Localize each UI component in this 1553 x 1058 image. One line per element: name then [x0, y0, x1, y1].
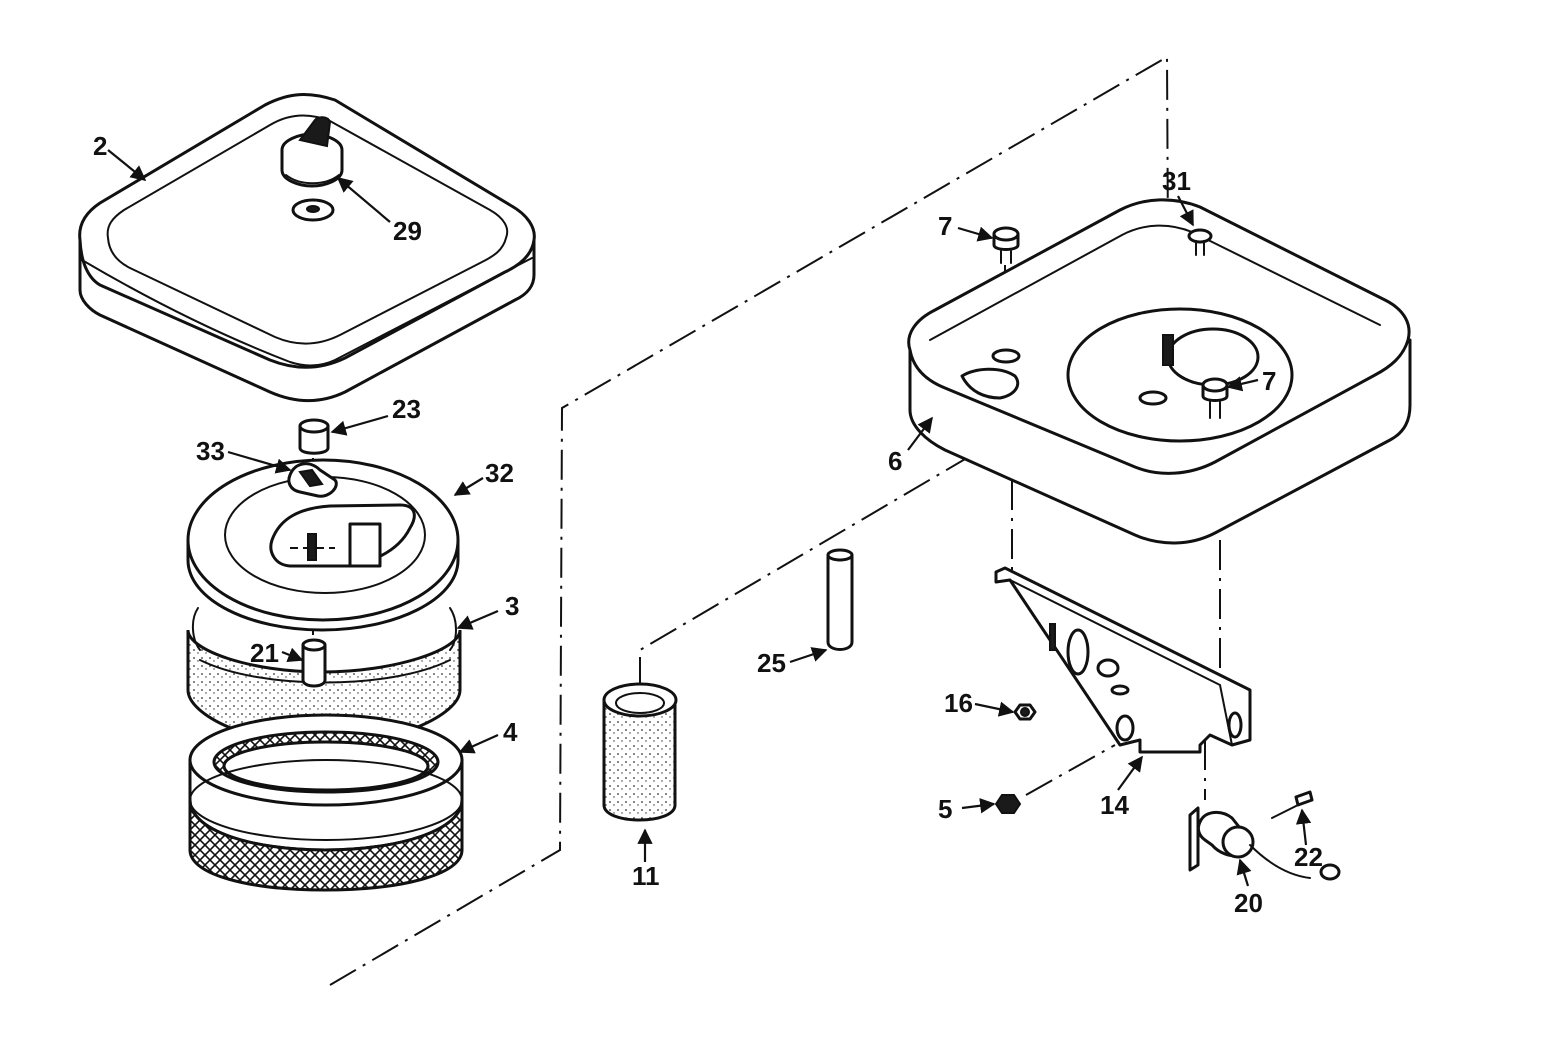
filter-element-part-4: [188, 713, 464, 892]
callout-32: 32: [485, 458, 514, 488]
callout-22: 22: [1294, 842, 1323, 872]
hose-part-11: [602, 682, 678, 822]
callout-16: 16: [944, 688, 973, 718]
callout-7-base: 7: [1262, 366, 1276, 396]
screw-part-7-base: [1201, 377, 1229, 419]
leader-lines: [107, 149, 1312, 887]
spacer-part-23: [298, 418, 330, 455]
restriction-indicator-part-20: [1188, 806, 1341, 881]
callout-21: 21: [250, 638, 279, 668]
callout-33: 33: [196, 436, 225, 466]
callout-7-top: 7: [938, 211, 952, 241]
callout-4: 4: [503, 717, 518, 747]
callout-23: 23: [392, 394, 421, 424]
callout-11: 11: [632, 861, 660, 891]
callout-labels: 2 29 23 33 32 3 21 4 11 25 7 31 7 6 16 5…: [93, 131, 1323, 918]
callout-25: 25: [757, 648, 786, 678]
callout-6: 6: [888, 446, 902, 476]
callout-20: 20: [1234, 888, 1263, 918]
wing-nut-part-29: [280, 116, 344, 188]
screw-part-7-top: [992, 226, 1020, 264]
callout-5: 5: [938, 794, 952, 824]
callout-14: 14: [1100, 790, 1129, 820]
cover-part-2: [78, 93, 536, 403]
filter-top-part-32: [186, 458, 460, 632]
screw-part-31: [1187, 228, 1213, 256]
stud-part-21: [301, 638, 327, 688]
callout-31: 31: [1162, 166, 1191, 196]
screw-part-22: [1271, 790, 1314, 819]
bracket-part-14: [994, 566, 1252, 754]
callout-29: 29: [393, 216, 422, 246]
tube-part-25: [826, 548, 854, 651]
callout-3: 3: [505, 591, 519, 621]
clip-part-33: [287, 462, 338, 498]
nut-part-16: [1013, 703, 1037, 721]
base-part-6: [907, 198, 1412, 545]
nut-part-5: [994, 794, 1022, 814]
callout-2: 2: [93, 131, 107, 161]
